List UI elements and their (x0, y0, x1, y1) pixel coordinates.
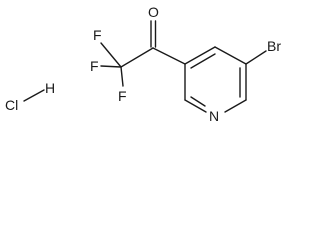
ring-inner-double-n-c2 (190, 96, 206, 107)
ring-inner-double-c3-c4 (190, 53, 216, 69)
cf3-to-f3-bond (120, 66, 124, 87)
fluorine-atom-label-1: F (93, 27, 102, 43)
cf3-to-f2-bond (100, 65, 122, 68)
hcl-bond (23, 89, 45, 102)
chlorine-atom-label: Cl (5, 97, 18, 113)
ring-to-bromine-bond (245, 50, 267, 65)
carbonyl-to-cf3-bond (120, 47, 154, 68)
cf3-to-f1-bond (100, 42, 122, 68)
fluorine-atom-label-3: F (118, 88, 127, 104)
carbonyl-to-ring-bond (152, 47, 186, 65)
nitrogen-atom-label: N (209, 108, 219, 124)
oxygen-atom-label: O (148, 4, 159, 20)
ring-bond-n-c2 (184, 99, 207, 113)
ring-bond-c3-c4 (184, 46, 216, 65)
ring-bond-c6-n (224, 99, 247, 113)
ring-bond-c4-c5 (214, 46, 247, 65)
bromine-atom-label: Br (267, 38, 281, 54)
hydrogen-atom-label: H (45, 80, 55, 96)
fluorine-atom-label-2: F (90, 58, 99, 74)
chemical-structure-diagram: O F F F N Br Cl H (5, 4, 281, 124)
